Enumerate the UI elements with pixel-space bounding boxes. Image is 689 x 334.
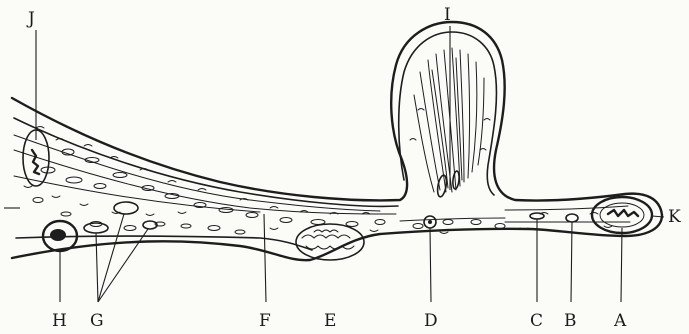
label-F: F xyxy=(259,311,271,331)
leader-line xyxy=(430,228,431,302)
label-H: H xyxy=(52,311,67,331)
label-B: B xyxy=(564,311,577,331)
label-C: C xyxy=(530,311,543,331)
leader-line xyxy=(98,229,148,302)
label-G: G xyxy=(90,311,104,331)
label-K: K xyxy=(668,207,681,227)
leader-line xyxy=(96,233,98,302)
leader-line xyxy=(264,214,266,302)
vessel-C xyxy=(530,213,544,219)
layer-line xyxy=(505,206,628,210)
leader-line xyxy=(571,222,572,302)
muscle-fibres xyxy=(414,48,484,192)
leader-line xyxy=(621,228,622,302)
structure-A xyxy=(592,197,652,233)
tissue-cells xyxy=(24,109,612,235)
vessel-B xyxy=(566,214,578,222)
leader-line xyxy=(98,214,124,302)
label-E: E xyxy=(324,311,336,331)
label-J: J xyxy=(26,9,35,29)
vessel-D xyxy=(424,216,436,228)
label-D: D xyxy=(424,311,438,331)
label-A: A xyxy=(613,311,627,331)
vessels-G xyxy=(84,202,157,233)
lobe-inner-outline xyxy=(399,32,497,195)
label-I: I xyxy=(444,5,451,25)
